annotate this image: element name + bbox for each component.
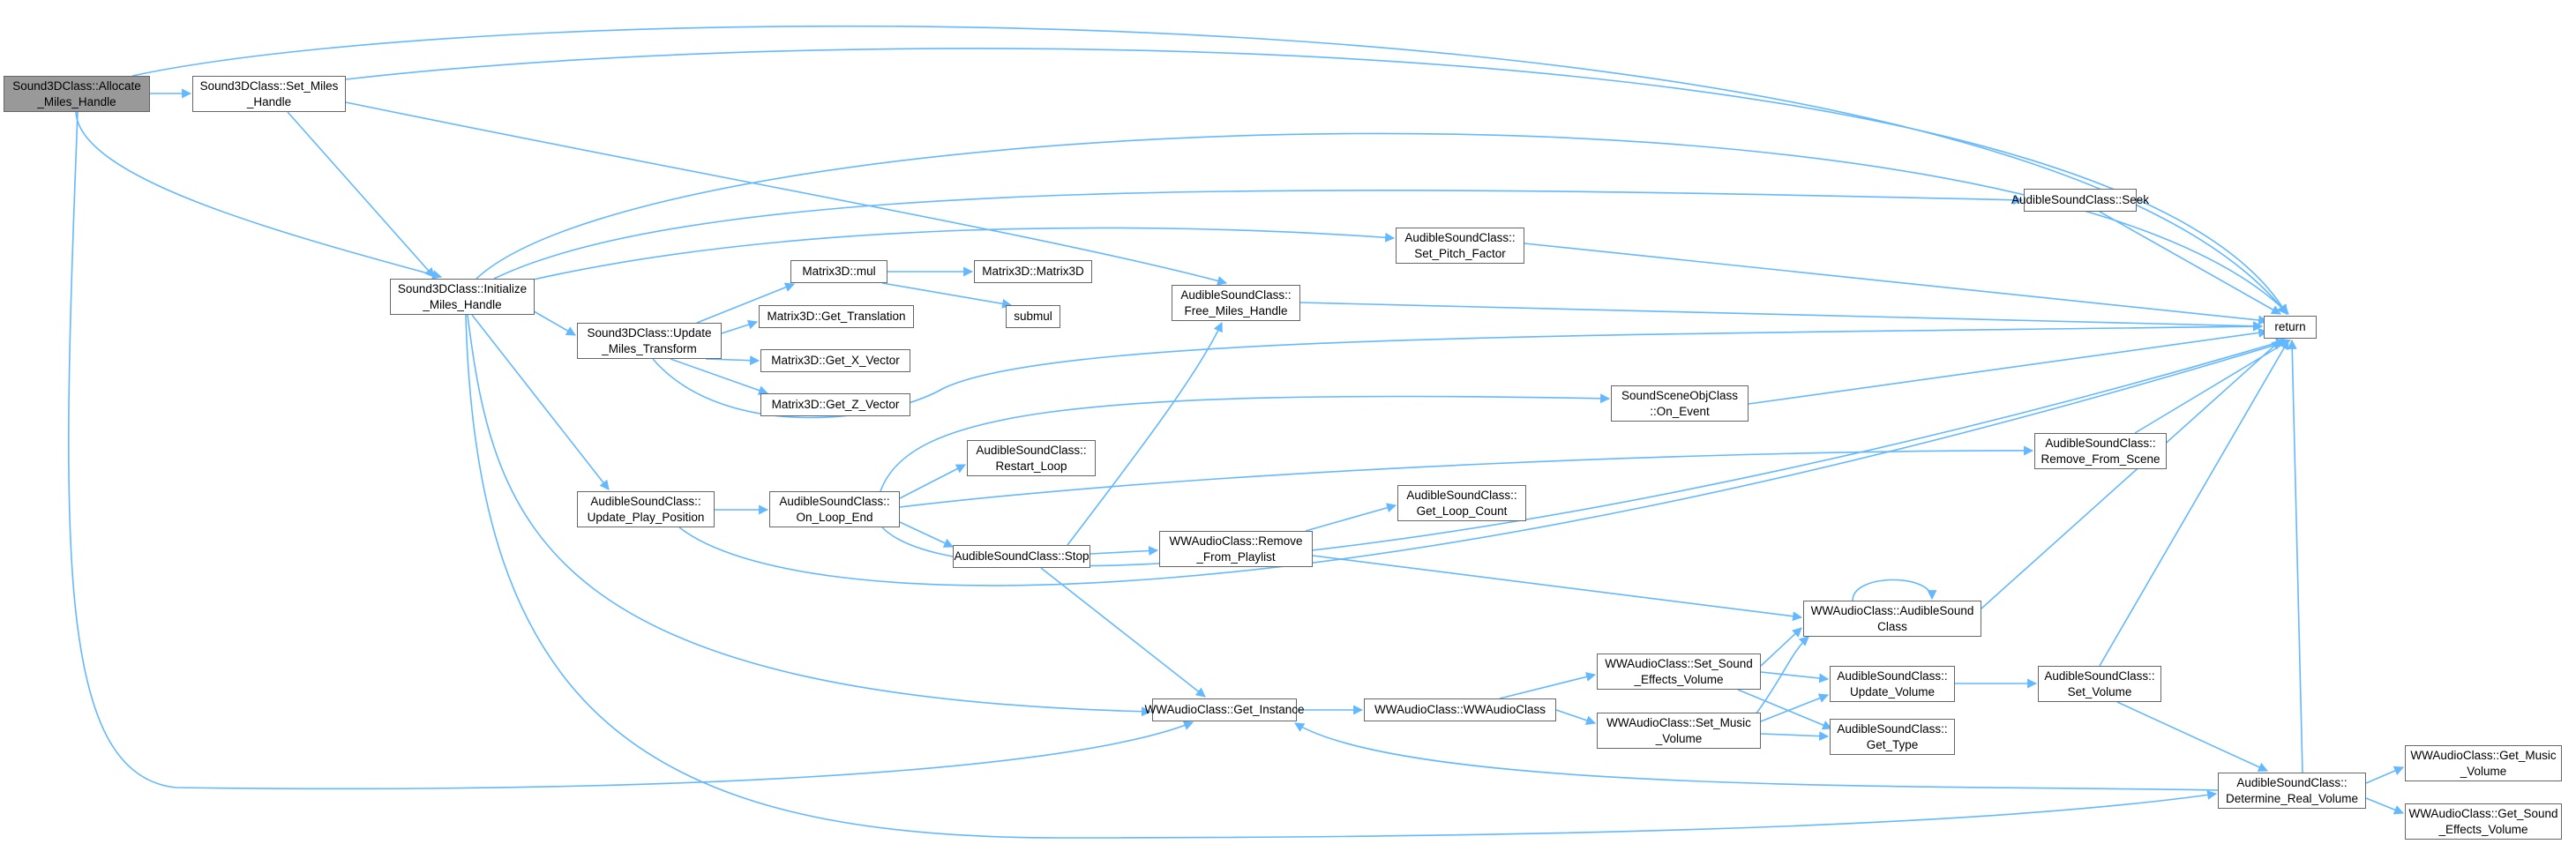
edge-n19-n20 [1305,503,1397,532]
edge-n29-n2 [2099,340,2289,667]
edge-n0-n4 [75,111,443,280]
edge-n4-n30 [465,314,2218,839]
graph-node-n20[interactable]: AudibleSoundClass:: Get_Loop_Count [1397,485,1526,521]
edge-n26-n28 [1760,731,1830,742]
edge-n4-n8 [528,308,576,336]
graph-node-n8[interactable]: Sound3DClass::Update _Miles_Transform [577,323,722,359]
edge-n25-n23 [1760,627,1802,667]
edge-n8-n14 [705,355,760,366]
edge-n4-n5 [467,314,1152,717]
edge-n23-n23 [1852,579,1937,601]
graph-node-n18[interactable]: AudibleSoundClass::Stop [953,545,1090,568]
edge-n4-n7 [528,227,1396,281]
graph-node-n1[interactable]: Sound3DClass::Set_Miles _Handle [192,76,346,112]
edge-n26-n27 [1760,693,1830,722]
graph-node-n14[interactable]: Matrix3D::Get_X_Vector [760,349,910,372]
edge-n9-n2 [678,338,2292,586]
edge-n16-n18 [899,521,954,548]
graph-node-n32[interactable]: WWAudioClass::Get_Sound _Effects_Volume [2405,803,2562,840]
graph-node-n4[interactable]: Sound3DClass::Initialize _Miles_Handle [390,279,535,315]
edge-n19-n23 [1312,555,1803,622]
edge-n16-n22 [899,445,2034,508]
edge-n0-n5 [67,111,1194,790]
edge-n1-n4 [287,111,435,278]
edge-n30-n2 [2287,339,2303,773]
edge-n0-n2 [131,25,2288,315]
edge-n4-n9 [471,314,610,490]
graph-node-n12[interactable]: submul [1006,305,1060,328]
edge-n6-n2 [2099,211,2281,315]
graph-node-n9[interactable]: AudibleSoundClass:: Update_Play_Position [577,491,715,527]
graph-node-n27[interactable]: AudibleSoundClass:: Update_Volume [1830,666,1955,702]
graph-node-n13[interactable]: Matrix3D::Get_Translation [759,305,914,328]
graph-node-n3[interactable]: AudibleSoundClass:: Free_Miles_Handle [1172,285,1300,321]
edge-n30-n5 [1294,722,2219,791]
edge-n1-n3 [345,101,1228,286]
edge-n7-n2 [1524,243,2269,325]
edge-n8-n15 [670,358,769,395]
edge-n16-n17 [899,464,966,499]
edge-n18-n5 [1040,567,1206,698]
edge-n24-n25 [1499,672,1597,699]
edge-n8-n10 [696,282,796,324]
edge-n4-n6 [493,190,2024,280]
edge-n10-n12 [881,282,1013,309]
graph-node-n25[interactable]: WWAudioClass::Set_Sound _Effects_Volume [1597,654,1761,690]
edge-n18-n3 [1067,322,1223,546]
edge-n1-n2 [345,48,2288,315]
edge-n30-n32 [2365,797,2405,815]
edge-n25-n28 [1737,689,1833,730]
edge-n3-n2 [1299,302,2264,332]
edge-n16-n21 [880,393,1611,492]
graph-node-n23[interactable]: WWAudioClass::AudibleSound Class [1803,601,1981,637]
edge-n8-n2 [652,321,2264,419]
graph-node-n26[interactable]: WWAudioClass::Set_Music _Volume [1597,713,1761,749]
graph-node-n29[interactable]: AudibleSoundClass:: Set_Volume [2038,666,2161,702]
graph-node-n30[interactable]: AudibleSoundClass:: Determine_Real_Volum… [2218,773,2366,809]
edge-n18-n19 [1090,546,1159,556]
edge-n30-n31 [2365,766,2405,784]
graph-node-n17[interactable]: AudibleSoundClass:: Restart_Loop [967,440,1096,476]
graph-node-n22[interactable]: AudibleSoundClass:: Remove_From_Scene [2034,433,2167,469]
graph-node-n2[interactable]: return [2264,316,2317,339]
edge-n25-n27 [1760,671,1830,683]
edge-n4-n2 [476,132,2289,315]
edge-n24-n26 [1555,709,1597,726]
graph-node-n5[interactable]: WWAudioClass::Get_Instance [1144,698,1305,721]
edge-n22-n2 [2134,340,2290,434]
graph-node-n0[interactable]: Sound3DClass::Allocate _Miles_Handle [4,76,150,112]
graph-node-n15[interactable]: Matrix3D::Get_Z_Vector [760,393,910,416]
graph-node-n6[interactable]: AudibleSoundClass::Seek [2011,189,2149,212]
graph-node-n7[interactable]: AudibleSoundClass:: Set_Pitch_Factor [1396,228,1524,264]
edge-n21-n2 [1748,327,2269,405]
graph-node-n31[interactable]: WWAudioClass::Get_Music _Volume [2405,745,2562,781]
edge-n23-n2 [1981,340,2281,609]
edge-n29-n30 [2116,701,2268,772]
graph-node-n16[interactable]: AudibleSoundClass:: On_Loop_End [769,491,900,527]
graph-node-n21[interactable]: SoundSceneObjClass ::On_Event [1611,385,1749,422]
edge-n26-n23 [1755,636,1809,715]
graph-node-n19[interactable]: WWAudioClass::Remove _From_Playlist [1159,531,1313,567]
graph-node-n10[interactable]: Matrix3D::mul [790,260,887,283]
graph-node-n11[interactable]: Matrix3D::Matrix3D [974,260,1092,283]
graph-node-n28[interactable]: AudibleSoundClass:: Get_Type [1830,719,1955,755]
edge-n8-n13 [721,319,759,334]
graph-node-n24[interactable]: WWAudioClass::WWAudioClass [1364,698,1556,721]
